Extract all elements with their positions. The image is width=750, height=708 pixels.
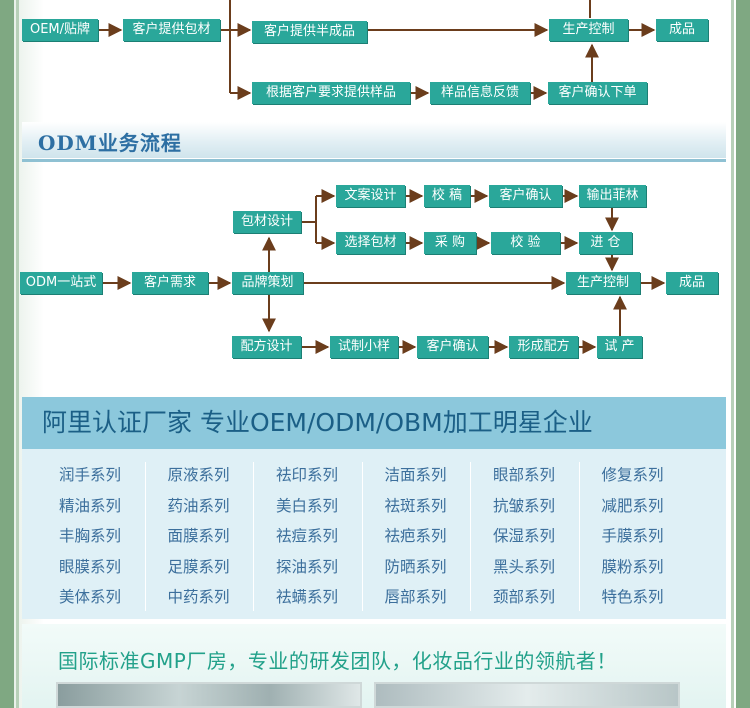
series-item[interactable]: 手膜系列 — [601, 527, 664, 545]
series-item[interactable]: 眼部系列 — [492, 466, 555, 484]
trial-production-box: 试 产 — [597, 336, 642, 358]
oem-box: OEM/贴牌 — [22, 19, 98, 41]
series-item[interactable]: 原液系列 — [167, 466, 230, 484]
production-control-box: 生产控制 — [549, 19, 628, 41]
odm-production-control-box: 生产控制 — [566, 272, 640, 294]
finished-product-box: 成品 — [656, 19, 708, 41]
trial-sample-box: 试制小样 — [330, 336, 398, 358]
customer-needs-box: 客户需求 — [132, 272, 208, 294]
brand-planning-box: 品牌策划 — [232, 272, 303, 294]
series-column-divider — [578, 462, 580, 611]
series-item[interactable]: 颈部系列 — [492, 588, 555, 606]
series-item[interactable]: 祛疤系列 — [384, 527, 447, 545]
formula-final-box: 形成配方 — [509, 336, 578, 358]
series-item[interactable]: 美白系列 — [275, 496, 338, 515]
series-item[interactable]: 祛印系列 — [275, 466, 338, 484]
gmp-section: 国际标准GMP厂房，专业的研发团队，化妆品行业的领航者！ — [22, 624, 726, 708]
customer-confirm-copy-box: 客户确认 — [489, 185, 562, 207]
series-column-divider — [253, 462, 254, 611]
certification-headline: 阿里认证厂家 专业OEM/ODM/OBM加工明星企业 — [22, 397, 726, 449]
customer-semi-box: 客户提供半成品 — [252, 21, 367, 43]
purchase-box: 采 购 — [424, 232, 476, 254]
formula-design-box: 配方设计 — [232, 336, 301, 358]
series-item[interactable]: 中药系列 — [167, 588, 230, 606]
flow-arrows — [98, 0, 666, 354]
series-item[interactable]: 药油系列 — [167, 496, 230, 515]
series-item[interactable]: 美体系列 — [58, 588, 121, 606]
customer-order-box: 客户确认下单 — [548, 82, 647, 104]
odm-section-title: ODM业务流程 — [38, 131, 182, 155]
sample-by-request-box: 根据客户要求提供样品 — [252, 82, 410, 104]
gmp-slogan: 国际标准GMP厂房，专业的研发团队，化妆品行业的领航者！ — [58, 649, 617, 673]
odm-finished-product-box: 成品 — [666, 272, 718, 294]
series-item[interactable]: 精油系列 — [58, 496, 121, 515]
series-item[interactable]: 抗皱系列 — [492, 496, 555, 515]
series-item[interactable]: 祛斑系列 — [384, 496, 447, 515]
series-item[interactable]: 减肥系列 — [601, 496, 664, 515]
customer-material-box: 客户提供包材 — [123, 19, 220, 41]
package-design-box: 包材设计 — [233, 211, 301, 233]
series-item[interactable]: 足膜系列 — [167, 557, 230, 576]
series-item[interactable]: 祛螨系列 — [275, 588, 338, 606]
inspect-box: 校 验 — [491, 232, 560, 254]
series-column-divider — [470, 462, 471, 611]
select-material-box: 选择包材 — [336, 232, 405, 254]
sample-feedback-box: 样品信息反馈 — [430, 82, 530, 104]
customer-confirm-formula-box: 客户确认 — [417, 336, 488, 358]
series-column-divider — [144, 462, 146, 611]
certification-panel: 阿里认证厂家 专业OEM/ODM/OBM加工明星企业 润手系列 原液系列 祛印系列 洁… — [22, 397, 726, 619]
factory-photo-left — [56, 682, 362, 708]
series-item[interactable]: 眼膜系列 — [58, 557, 121, 576]
series-item[interactable]: 保湿系列 — [492, 527, 555, 545]
series-item[interactable]: 修复系列 — [601, 466, 664, 484]
series-item[interactable]: 洁面系列 — [384, 466, 447, 484]
series-item[interactable]: 特色系列 — [601, 588, 664, 606]
odm-title-band — [22, 122, 726, 162]
factory-photo-right — [374, 682, 680, 708]
series-column-divider — [361, 462, 363, 611]
series-item[interactable]: 丰胸系列 — [58, 527, 121, 545]
series-item[interactable]: 防晒系列 — [384, 557, 447, 576]
series-item[interactable]: 润手系列 — [58, 466, 121, 484]
series-item[interactable]: 黑头系列 — [492, 557, 555, 576]
series-item[interactable]: 膜粉系列 — [601, 557, 664, 576]
series-item[interactable]: 唇部系列 — [384, 588, 447, 606]
series-item[interactable]: 面膜系列 — [167, 527, 230, 545]
output-film-box: 输出菲林 — [579, 185, 646, 207]
series-item[interactable]: 探油系列 — [275, 557, 338, 576]
warehouse-box: 进 仓 — [579, 232, 632, 254]
proofread-box: 校 稿 — [424, 185, 470, 207]
series-item[interactable]: 祛痘系列 — [275, 527, 338, 545]
odm-onestop-box: ODM一站式 — [20, 272, 102, 294]
copy-design-box: 文案设计 — [336, 185, 405, 207]
